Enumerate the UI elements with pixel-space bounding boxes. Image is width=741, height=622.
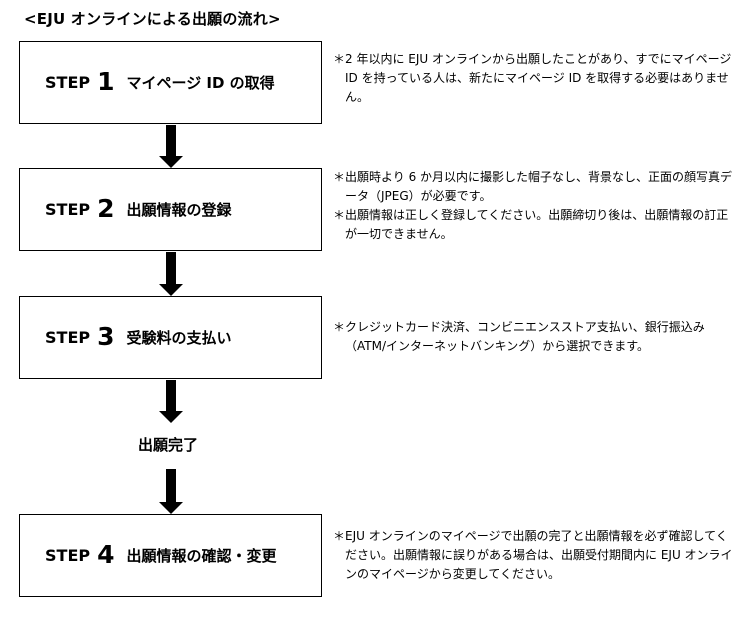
note-asterisk: ＊ [333,320,346,334]
step-2-note-2: ＊出願情報は正しく登録してください。出願締切り後は、出願情報の訂正が一切できませ… [333,208,729,241]
step-4-word: STEP [45,546,91,565]
note-asterisk: ＊ [333,208,346,222]
down-arrow-icon [159,380,183,423]
step-4-box: STEP 4 出願情報の確認・変更 [19,514,322,597]
step-1-note-1: ＊2 年以内に EJU オンラインから出願したことがあり、すでにマイページ ID… [333,52,732,104]
step-4-note-1: ＊EJU オンラインのマイページで出願の完了と出願情報を必ず確認してください。出… [333,529,733,581]
note-asterisk: ＊ [333,170,346,184]
down-arrow-icon [159,125,183,168]
note-asterisk: ＊ [333,529,346,543]
step-1-notes: ＊2 年以内に EJU オンラインから出願したことがあり、すでにマイページ ID… [333,50,733,107]
step-3-box: STEP 3 受験料の支払い [19,296,322,379]
step-4-notes: ＊EJU オンラインのマイページで出願の完了と出願情報を必ず確認してください。出… [333,527,733,584]
step-3-number: 3 [97,322,115,351]
step-3-note-1: ＊クレジットカード決済、コンビニエンスストア支払い、銀行振込み（ATM/インター… [333,320,705,353]
step-2-number: 2 [97,194,115,223]
step-3-word: STEP [45,328,91,347]
step-3-label: 受験料の支払い [126,329,232,347]
step-3-notes: ＊クレジットカード決済、コンビニエンスストア支払い、銀行振込み（ATM/インター… [333,318,733,356]
step-2-word: STEP [45,200,91,219]
step-2-box: STEP 2 出願情報の登録 [19,168,322,251]
note-asterisk: ＊ [333,52,346,66]
step-2-label: 出願情報の登録 [126,201,232,219]
step-1-number: 1 [97,67,115,96]
down-arrow-icon [159,252,183,296]
application-complete-label: 出願完了 [138,436,199,454]
step-1-label: マイページ ID の取得 [126,74,275,92]
step-2-note-1: ＊出願時より 6 か月以内に撮影した帽子なし、背景なし、正面の顔写真データ（JP… [333,170,733,203]
down-arrow-icon [159,469,183,514]
step-4-label: 出願情報の確認・変更 [126,547,277,565]
page-title: <EJU オンラインによる出願の流れ> [24,10,281,28]
step-1-word: STEP [45,73,91,92]
step-1-box: STEP 1 マイページ ID の取得 [19,41,322,124]
step-4-number: 4 [97,540,115,569]
step-2-notes: ＊出願時より 6 か月以内に撮影した帽子なし、背景なし、正面の顔写真データ（JP… [333,168,733,244]
